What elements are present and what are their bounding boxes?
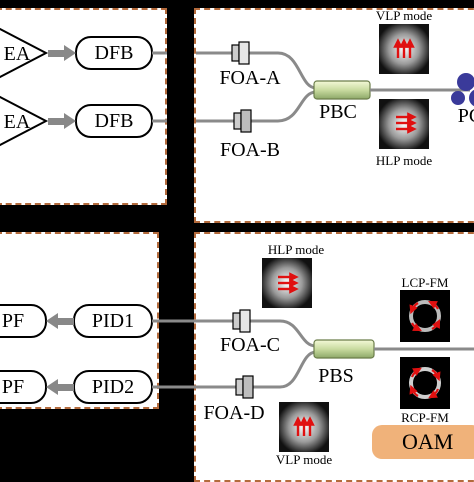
pbs-splitter <box>313 339 375 359</box>
vlp-arrows-top <box>393 38 415 58</box>
lcp-fm-arrows <box>409 300 441 332</box>
lcp-fm-image <box>400 290 450 342</box>
pbs-label: PBS <box>318 365 354 387</box>
ea-to-dfb-arrow-1 <box>48 45 76 61</box>
foa-d-connector <box>235 375 254 399</box>
dfb-label-2: DFB <box>94 110 134 132</box>
rcp-fm-ring <box>409 367 441 399</box>
pf-label-2: PF <box>1 376 25 398</box>
lcp-fm-label: LCP-FM <box>401 275 449 290</box>
vlp-mode-label-bottom: VLP mode <box>275 452 333 467</box>
foa-d-label: FOA-D <box>203 402 265 424</box>
ea-amplifier-2-shape <box>0 95 49 147</box>
pf-label-1: PF <box>1 310 25 332</box>
pbc-label: PBC <box>319 101 357 123</box>
ea-to-dfb-arrow-2 <box>48 113 76 129</box>
fiber-c <box>152 319 317 348</box>
hlp-mode-label-top: HLP mode <box>375 153 433 168</box>
dfb-label-1: DFB <box>94 42 134 64</box>
fiber-b <box>196 90 317 123</box>
rcp-fm-label: RCP-FM <box>401 410 449 425</box>
ea-amplifier-1-shape <box>0 27 49 79</box>
foa-b-connector <box>233 109 252 133</box>
rcp-fm-image <box>400 357 450 409</box>
foa-c-connector <box>232 309 251 333</box>
pbc-coupler <box>313 80 371 100</box>
hlp-arrows-top <box>396 112 417 134</box>
oam-label: OAM <box>372 425 474 459</box>
pid2-to-pf-arrow <box>46 379 74 395</box>
polarization-controller <box>451 73 474 107</box>
fiber-d <box>152 350 317 389</box>
ea-label-1: EA <box>3 43 31 65</box>
pid1-label: PID1 <box>91 310 135 332</box>
foa-a-label: FOA-A <box>219 67 281 89</box>
pid1-to-pf-arrow <box>46 313 74 329</box>
lcp-fm-ring <box>409 300 441 332</box>
hlp-mode-label-bottom: HLP mode <box>267 242 325 257</box>
fiber-a <box>196 51 317 90</box>
rcp-fm-arrows <box>409 367 441 399</box>
vlp-arrows-bottom <box>293 416 315 436</box>
foa-a-connector <box>231 41 250 65</box>
foa-c-label: FOA-C <box>219 334 280 356</box>
ea-label-2: EA <box>3 111 31 133</box>
pid2-label: PID2 <box>91 376 135 398</box>
hlp-arrows-bottom <box>278 272 299 294</box>
vlp-mode-label-top: VLP mode <box>375 8 433 23</box>
foa-b-label: FOA-B <box>219 139 280 161</box>
pc-label: PC <box>457 105 474 127</box>
